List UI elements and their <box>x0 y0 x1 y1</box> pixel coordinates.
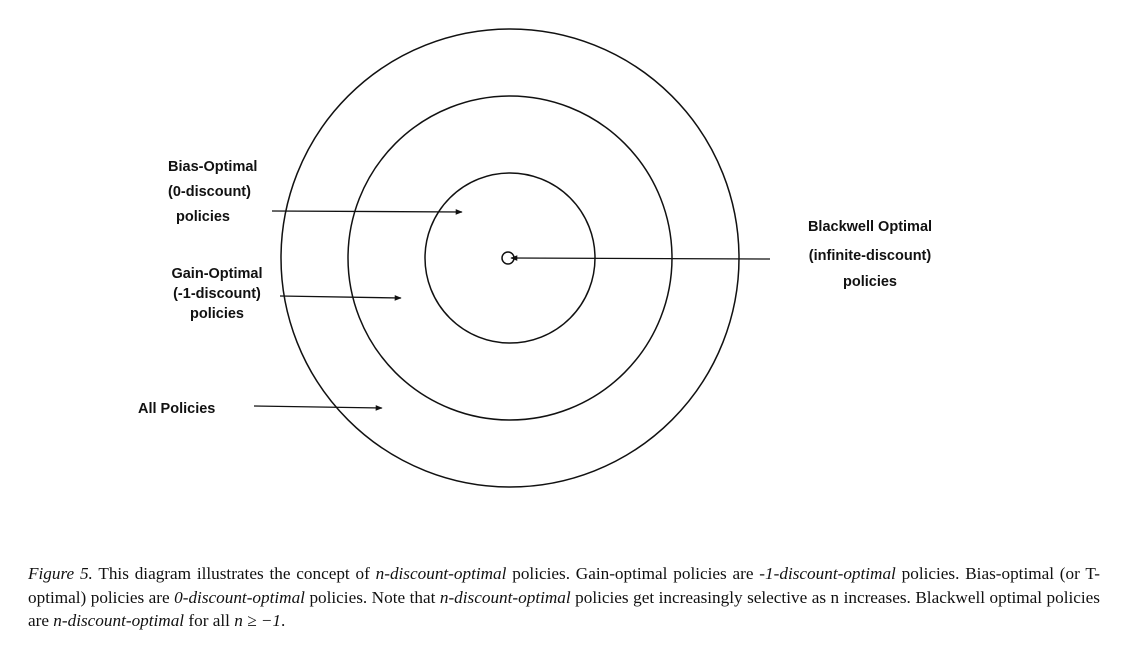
caption-emphasis-3: 0-discount-optimal <box>174 587 305 607</box>
all-policies-label: All Policies <box>138 401 216 417</box>
caption-text-7: . <box>281 611 286 630</box>
gain-optimal-label-line-1: Gain-Optimal <box>171 266 263 282</box>
gain-optimal-label: Gain-Optimal (-1-discount) policies <box>167 264 267 324</box>
bias-optimal-label-line-1: Bias-Optimal <box>168 159 258 175</box>
caption-text-6: for all <box>184 611 235 630</box>
caption-text-1: This diagram illustrates the concept of <box>92 564 376 583</box>
gain-optimal-label-line-2: (-1-discount) <box>173 286 261 302</box>
caption-text-3: policies. Bias-optimal (or T-optimal) po… <box>28 564 1100 607</box>
blackwell-optimal-label: Blackwell Optimal (infinite-discount) po… <box>785 213 955 293</box>
caption-text-4: policies. Note that <box>304 587 440 607</box>
figure-caption: Figure 5. This diagram illustrates the c… <box>28 562 1100 633</box>
caption-text-5: policies get increasingly selective as n… <box>28 587 1100 631</box>
bias-optimal-label-line-3: policies <box>176 209 230 225</box>
all-policies-arrow <box>253 405 383 411</box>
gain-optimal-arrow <box>279 295 402 301</box>
blackwell-optimal-label-line-1: Blackwell Optimal <box>807 219 933 235</box>
blackwell-optimal-label-line-2: (infinite-discount) <box>808 248 932 264</box>
caption-emphasis-2: 1-discount-optimal <box>765 564 896 583</box>
caption-math: n ≥ −1 <box>234 611 282 630</box>
figure-label: Figure 5. <box>28 564 93 583</box>
caption-emphasis-5: n-discount-optimal <box>53 611 185 630</box>
bias-optimal-label: Bias-Optimal (0-discount) policies <box>168 155 257 230</box>
caption-emphasis-1: n-discount-optimal <box>375 564 507 583</box>
all-policies-circle <box>280 28 740 488</box>
blackwell-optimal-arrow <box>510 255 771 261</box>
blackwell-optimal-label-line-3: policies <box>843 274 897 290</box>
caption-text-2: policies. Gain-optimal policies are - <box>506 564 766 583</box>
gain-optimal-label-line-3: policies <box>190 306 244 322</box>
bias-optimal-label-line-2: (0-discount) <box>168 184 251 200</box>
bias-optimal-arrow <box>271 209 463 215</box>
policy-hierarchy-diagram <box>253 28 771 488</box>
caption-emphasis-4: n-discount-optimal <box>439 587 571 607</box>
